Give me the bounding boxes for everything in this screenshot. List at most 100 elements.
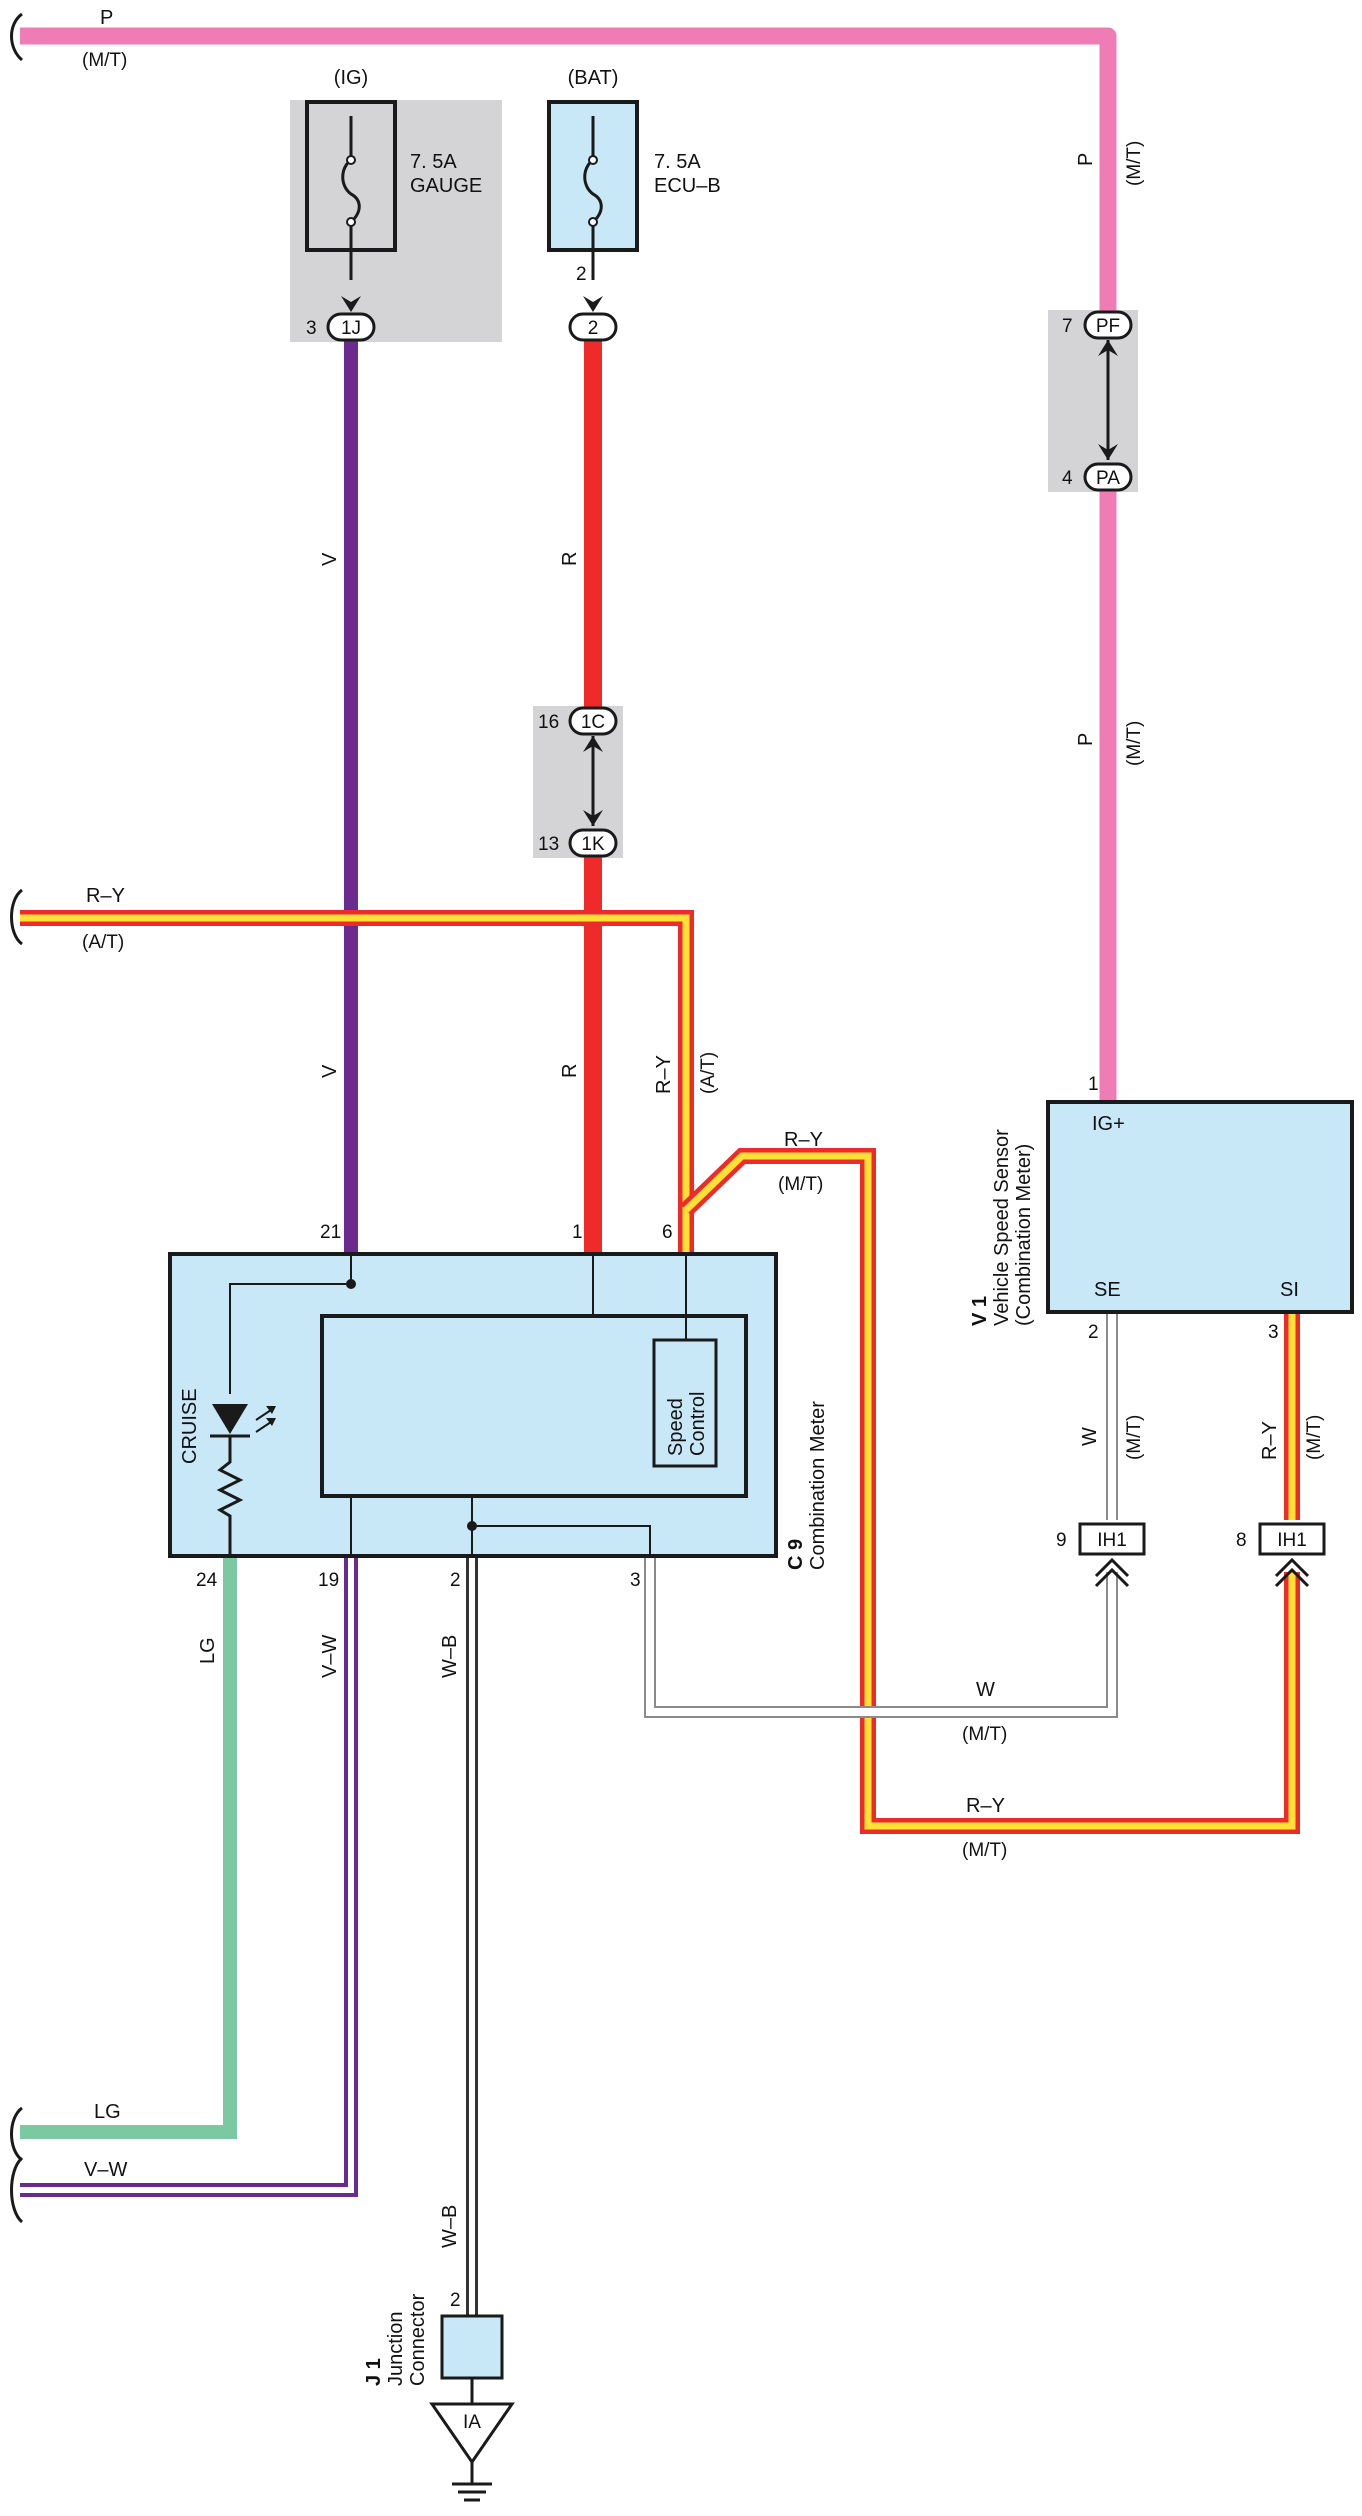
1c-1k-mating-arrows	[583, 736, 603, 826]
connector-1k-pin: 13	[538, 834, 559, 855]
label-right-p2: P	[1075, 733, 1097, 746]
sensor-code: V 1	[969, 1296, 991, 1326]
label-right-mt1: (M/T)	[1124, 141, 1145, 186]
junction-name-2: Connector	[407, 2293, 429, 2386]
label-w-vert: W	[1079, 1427, 1101, 1446]
connector-2: 2	[568, 312, 618, 342]
connector-ih1-9-pin: 9	[1056, 1530, 1067, 1551]
label-ry-vert-right-mt: (M/T)	[1304, 1415, 1325, 1460]
meter-code: C 9	[785, 1539, 807, 1570]
meter-pin-21: 21	[320, 1222, 341, 1243]
connector-1c: 1C	[568, 706, 618, 736]
svg-text:IA: IA	[463, 2412, 481, 2433]
ig-header: (IG)	[334, 67, 368, 89]
svg-text:1C: 1C	[581, 712, 605, 733]
label-ry-left-at: (A/T)	[82, 932, 124, 953]
vehicle-speed-sensor	[1046, 1100, 1354, 1314]
wire-p	[20, 27, 1117, 1102]
label-ry-vert-right: R–Y	[1259, 1421, 1281, 1460]
label-top-mt: (M/T)	[82, 50, 127, 71]
label-ry-mt-top-sub: (M/T)	[778, 1174, 823, 1195]
svg-text:PA: PA	[1096, 468, 1120, 489]
label-right-p1: P	[1075, 153, 1097, 166]
bat-pin-top: 2	[576, 264, 587, 285]
connector-1j: 1J	[326, 312, 376, 342]
wire-lg	[20, 1558, 237, 2139]
ground-ia: IA	[429, 2378, 515, 2502]
sensor-pin-2: 2	[1088, 1322, 1099, 1343]
connector-1c-pin: 16	[538, 712, 559, 733]
meter-pin-2: 2	[450, 1570, 461, 1591]
pf-pa-shade	[1048, 310, 1138, 492]
svg-text:1K: 1K	[581, 834, 605, 855]
connector-pa-pin: 4	[1062, 468, 1073, 489]
bat-fuse-amp: 7. 5A	[654, 151, 701, 173]
label-r-lower: R	[559, 1064, 581, 1078]
sensor-name-2: (Combination Meter)	[1013, 1144, 1035, 1326]
meter-pin-24: 24	[196, 1570, 218, 1591]
label-ry-vert-at: (A/T)	[698, 1052, 719, 1094]
ig-fuse-name: GAUGE	[410, 175, 482, 197]
label-vw-vert: V–W	[319, 1635, 341, 1678]
connector-ih1-9: IH1	[1078, 1522, 1146, 1588]
label-lg-left: LG	[94, 2101, 121, 2123]
sensor-si: SI	[1280, 1279, 1299, 1301]
connector-1k: 1K	[568, 828, 618, 858]
svg-text:IH1: IH1	[1277, 1530, 1307, 1551]
bat-fuse-name: ECU–B	[654, 175, 721, 197]
label-ry-horiz-mt: (M/T)	[962, 1840, 1007, 1861]
ig-fuse-amp: 7. 5A	[410, 151, 457, 173]
label-lg-vert: LG	[197, 1637, 219, 1664]
sensor-pin-1: 1	[1088, 1074, 1099, 1095]
wire-w	[644, 1312, 1118, 1718]
svg-text:2: 2	[588, 318, 599, 339]
wire-ry-mt	[680, 1148, 1300, 1834]
connector-pa: PA	[1083, 462, 1133, 492]
connector-pf-pin: 7	[1062, 316, 1073, 337]
label-w-horiz-mt: (M/T)	[962, 1724, 1007, 1745]
meter-pin-3: 3	[630, 1570, 641, 1591]
meter-speed-label-1: Speed	[665, 1398, 687, 1456]
label-ry-vert: R–Y	[653, 1055, 675, 1094]
connector-ih1-8: IH1	[1258, 1522, 1326, 1588]
svg-text:1J: 1J	[341, 318, 361, 339]
label-top-p: P	[100, 7, 113, 29]
ig-fuse	[305, 100, 397, 312]
meter-pin-19: 19	[318, 1570, 339, 1591]
sensor-pin-3: 3	[1268, 1322, 1279, 1343]
label-w-vert-mt: (M/T)	[1124, 1415, 1145, 1460]
junction-connector	[440, 2314, 504, 2380]
wire-break-markers	[10, 12, 24, 2224]
junction-pin-2: 2	[450, 2290, 461, 2311]
label-r-upper: R	[559, 552, 581, 566]
junction-name-1: Junction	[385, 2312, 407, 2387]
label-ry-horiz: R–Y	[966, 1795, 1005, 1817]
sensor-ig: IG+	[1092, 1113, 1125, 1135]
connector-pf: PF	[1083, 310, 1133, 340]
label-v-upper: V	[319, 552, 341, 566]
connector-1j-pin: 3	[306, 318, 317, 339]
label-vw-left: V–W	[84, 2159, 127, 2181]
svg-text:IH1: IH1	[1097, 1530, 1127, 1551]
wire-ry-at	[20, 910, 694, 1252]
meter-pin-1: 1	[572, 1222, 583, 1243]
label-wb-lower: W–B	[439, 2205, 461, 2248]
junction-code: J 1	[363, 2358, 385, 2386]
label-v-lower: V	[319, 1064, 341, 1078]
label-wb-vert: W–B	[439, 1635, 461, 1678]
wire-vw	[20, 1558, 358, 2197]
bat-header: (BAT)	[568, 67, 619, 89]
label-right-mt2: (M/T)	[1124, 721, 1145, 766]
label-ry-left: R–Y	[86, 885, 125, 907]
meter-speed-label-2: Control	[687, 1392, 709, 1456]
connector-ih1-8-pin: 8	[1236, 1530, 1247, 1551]
sensor-name-1: Vehicle Speed Sensor	[991, 1129, 1013, 1326]
bat-fuse	[547, 100, 639, 312]
pf-pa-mating-arrows	[1098, 340, 1118, 460]
meter-cruise-label: CRUISE	[179, 1388, 201, 1464]
meter-pin-6: 6	[662, 1222, 673, 1243]
label-w-horiz: W	[976, 1679, 995, 1701]
svg-text:PF: PF	[1096, 316, 1120, 337]
combination-meter	[168, 1252, 778, 1558]
